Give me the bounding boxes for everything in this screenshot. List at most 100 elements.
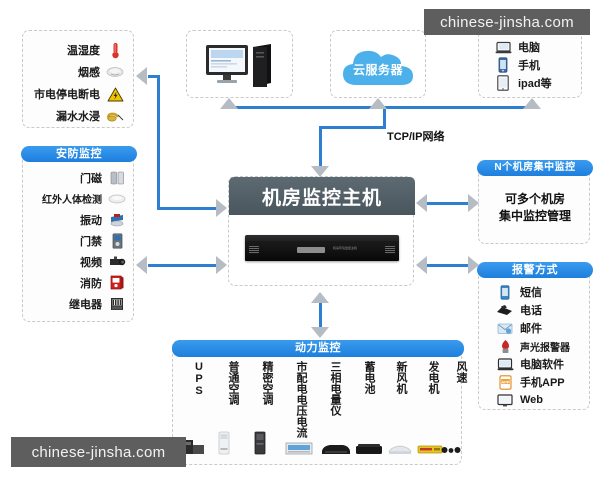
security-label-2: 振动 <box>80 214 102 227</box>
web-monitor-icon <box>495 393 515 407</box>
env-row-2: 市电停电断电 <box>29 83 125 105</box>
precision-ac-icon <box>253 431 267 460</box>
cloud-label: 云服务器 <box>352 62 403 77</box>
cloud-server: 云服务器 <box>339 44 417 88</box>
host-uplink-vertical <box>319 126 322 170</box>
terminal-label-2: ipad等 <box>518 78 552 90</box>
arrow-to-cloud <box>369 98 387 109</box>
env-label-1: 烟感 <box>78 67 100 79</box>
multiroom-panel: N个机房集中监控 可多个机房 集中监控管理 <box>477 160 593 244</box>
security-row-6: 继电器 <box>27 293 127 314</box>
alarm-link <box>427 264 470 267</box>
multiroom-header: N个机房集中监控 <box>477 160 593 176</box>
arrow-env-host <box>216 199 227 217</box>
battery-icon <box>355 442 383 460</box>
three-phase-meter-icon <box>321 442 351 460</box>
sms-icon <box>495 284 515 300</box>
siren-icon <box>495 339 515 354</box>
svg-text:APP: APP <box>501 379 510 384</box>
security-row-4: 视频 <box>27 251 127 272</box>
power-label-5: 蓄电池 <box>363 361 375 394</box>
alarm-panel: 报警方式 短信 电话 邮件 <box>477 262 593 410</box>
water-leak-icon <box>105 110 125 123</box>
alarm-row-2: 邮件 <box>495 319 591 337</box>
bus-segment-left <box>319 126 386 129</box>
thermometer-icon <box>105 42 125 59</box>
infrared-sensor-icon <box>107 193 127 204</box>
terminal-label-1: 手机 <box>518 60 540 72</box>
mobile-app-icon: APP <box>495 374 515 390</box>
power-label-3: 市配电电压电流 <box>295 361 307 438</box>
arrow-multiroom-left <box>416 194 427 212</box>
security-label-4: 视频 <box>80 256 102 269</box>
environment-panel: 温湿度 烟感 市电停电断电 漏水水浸 <box>22 30 134 128</box>
security-label-6: 继电器 <box>69 298 102 311</box>
watermark-bottom: chinese-jinsha.com <box>11 437 186 467</box>
env-link-to-host <box>157 207 219 210</box>
security-panel: 安防监控 门磁 红外人体检测 振动 门禁 <box>21 146 137 322</box>
mobile-phone-icon <box>493 57 513 73</box>
env-row-3: 漏水水浸 <box>29 105 125 127</box>
security-label-1: 红外人体检测 <box>42 195 102 206</box>
alarm-row-0: 短信 <box>495 283 591 301</box>
power-label-4: 三相电量仪 <box>329 361 341 416</box>
arrow-to-workstation <box>220 98 238 109</box>
arrow-power-down <box>311 327 329 338</box>
arrow-power-up <box>311 292 329 303</box>
terminals-panel: 电脑 手机 ipad等 <box>478 30 582 98</box>
power-link <box>319 300 322 328</box>
env-link-horizontal <box>148 75 160 78</box>
bus-riser <box>383 106 386 129</box>
alarm-row-4: 电脑软件 <box>495 355 591 373</box>
smoke-detector-icon <box>105 66 125 78</box>
security-row-5: 消防 <box>27 272 127 293</box>
host-title: 机房监控主机 <box>229 177 415 215</box>
alarm-label-6: Web <box>520 394 544 406</box>
terminal-row-0: 电脑 <box>493 38 581 56</box>
alarm-label-0: 短信 <box>520 287 542 299</box>
alarm-label-2: 邮件 <box>520 323 542 335</box>
security-label-5: 消防 <box>80 277 102 290</box>
multiroom-body-line2: 集中监控管理 <box>498 209 571 223</box>
env-link-vertical <box>157 75 160 210</box>
workstation-panel <box>186 30 293 98</box>
security-header: 安防监控 <box>21 146 137 162</box>
tablet-icon <box>493 75 513 91</box>
env-label-3: 漏水水浸 <box>56 111 100 123</box>
arrow-alarm-right <box>468 256 479 274</box>
desktop-software-icon <box>495 357 515 371</box>
relay-icon <box>107 297 127 311</box>
rack-server-image: 机房环境监控主机 <box>245 235 399 261</box>
arrow-security-right <box>216 256 227 274</box>
electric-hazard-icon <box>105 87 125 102</box>
security-label-0: 门磁 <box>80 172 102 185</box>
host-uplink-arrow <box>311 166 329 177</box>
env-label-2: 市电停电断电 <box>34 89 100 101</box>
terminal-label-0: 电脑 <box>518 42 540 54</box>
fresh-air-fan-icon <box>387 442 413 460</box>
terminal-row-2: ipad等 <box>493 74 581 92</box>
env-row-0: 温湿度 <box>29 39 125 61</box>
vibration-sensor-icon <box>107 213 127 227</box>
door-contact-icon <box>107 171 127 185</box>
alarm-label-3: 声光报警器 <box>520 342 570 354</box>
watermark-top: chinese-jinsha.com <box>424 9 590 35</box>
monitoring-host-panel: 机房监控主机 机房环境监控主机 <box>228 176 415 286</box>
air-conditioner-icon <box>217 431 231 460</box>
alarm-row-3: 声光报警器 <box>495 337 591 355</box>
arrow-env <box>136 67 147 85</box>
tcpip-label: TCP/IP网络 <box>387 131 445 143</box>
alarm-header: 报警方式 <box>477 262 593 278</box>
email-icon <box>495 322 515 335</box>
power-distribution-icon <box>285 439 313 460</box>
cloud-panel <box>330 30 426 98</box>
desktop-computer-icon <box>205 43 277 94</box>
arrow-to-terminals <box>523 98 541 109</box>
env-row-1: 烟感 <box>29 61 125 83</box>
multiroom-body-line1: 可多个机房 <box>504 192 565 206</box>
security-label-3: 门禁 <box>80 235 102 248</box>
security-row-2: 振动 <box>27 209 127 230</box>
power-label-2: 精密空调 <box>261 361 273 405</box>
anemometer-icon <box>441 442 461 460</box>
